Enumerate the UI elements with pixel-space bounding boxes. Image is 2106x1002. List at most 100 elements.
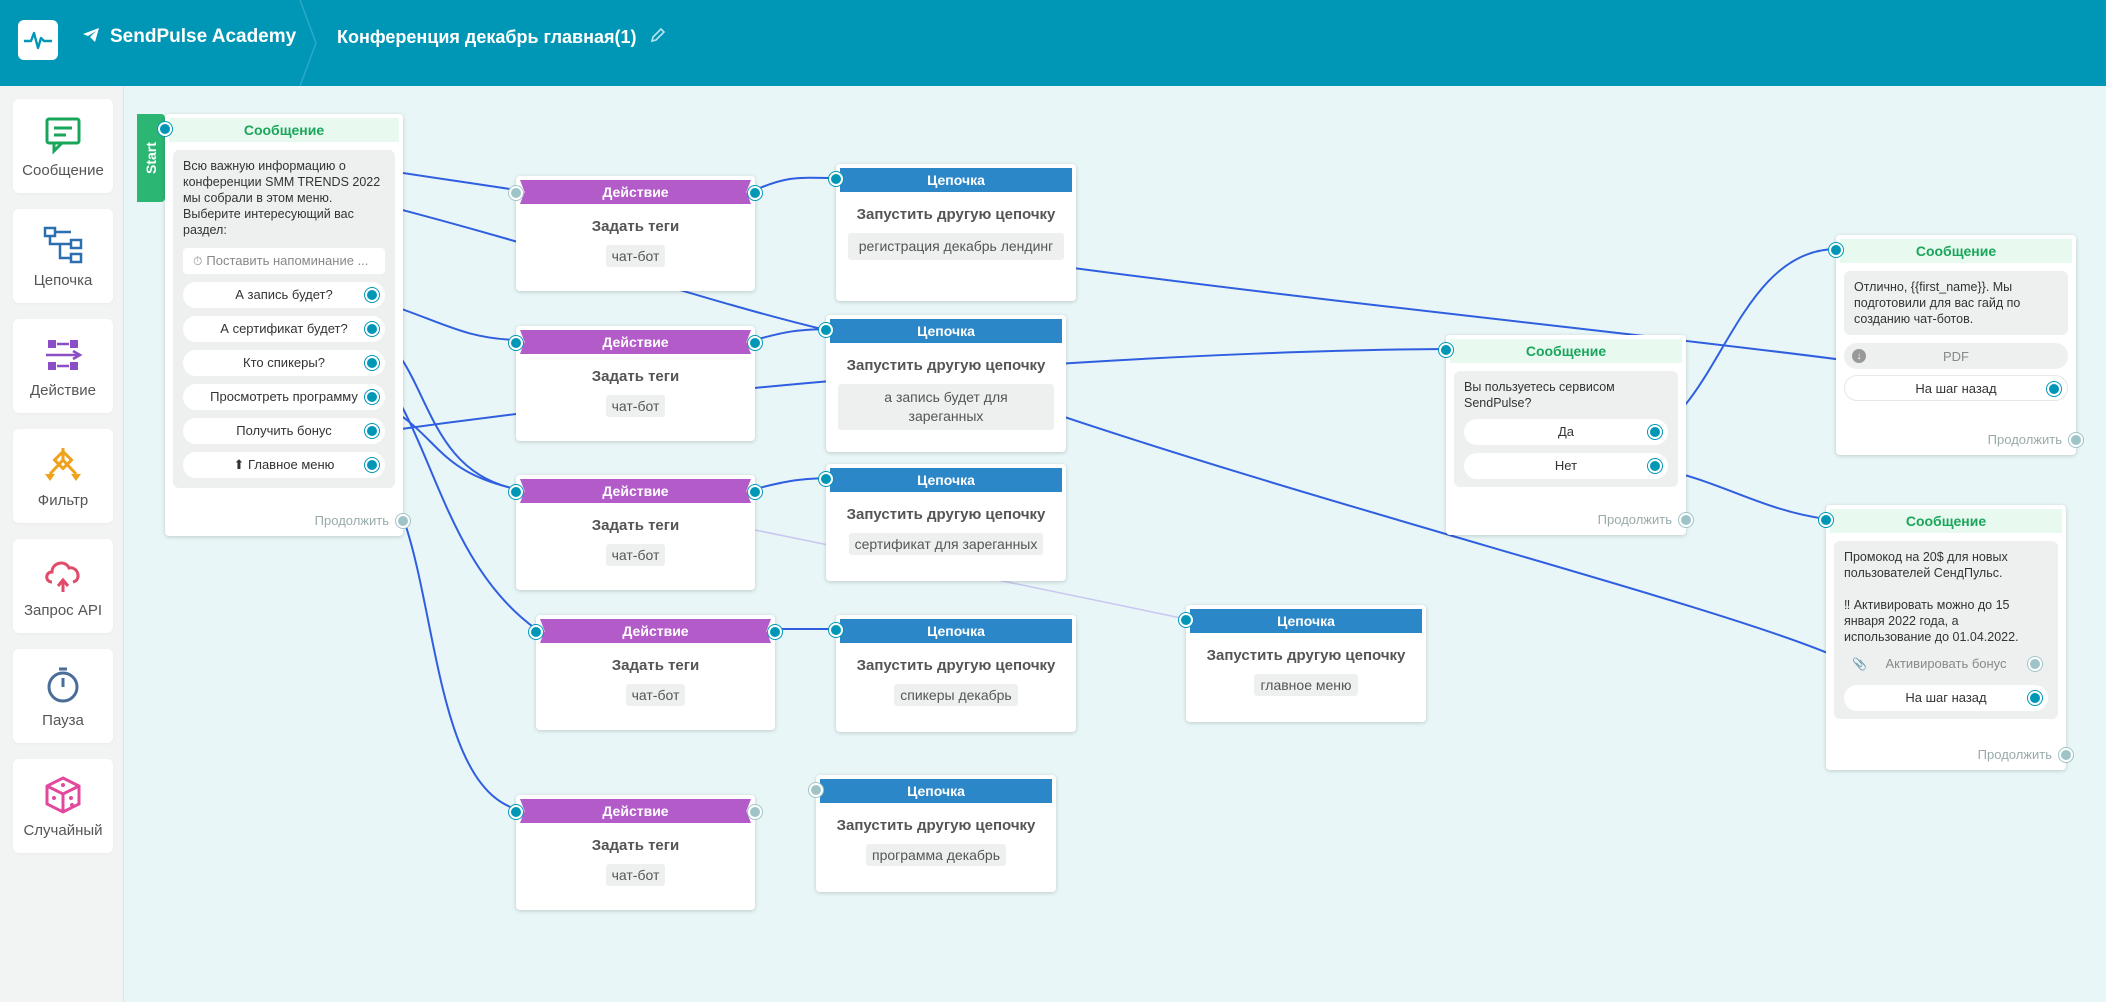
message-node-guide[interactable]: Сообщение Отлично, {{first_name}}. Мы по… <box>1829 235 2083 455</box>
input-connector[interactable] <box>819 472 833 486</box>
palette-filter[interactable]: Фильтр <box>13 429 113 523</box>
chain-chip: регистрация декабрь лендинг <box>848 233 1064 260</box>
continue-connector[interactable] <box>1679 513 1693 527</box>
input-connector[interactable] <box>509 485 523 499</box>
input-connector[interactable] <box>509 805 523 819</box>
node-title: Задать теги <box>591 368 680 385</box>
output-connector[interactable] <box>365 288 379 302</box>
message-node-main[interactable]: Сообщение Всю важную информацию о конфер… <box>158 114 410 536</box>
input-connector[interactable] <box>829 172 843 186</box>
answer-yes-button[interactable]: Да <box>1464 419 1668 445</box>
input-connector[interactable] <box>809 783 823 797</box>
continue-connector[interactable] <box>2059 748 2073 762</box>
chain-chip: программа декабрь <box>865 844 1007 866</box>
node-title: Задать теги <box>591 517 680 534</box>
output-connector[interactable] <box>2028 691 2042 705</box>
message-bubble: Промокод на 20$ для новых пользователей … <box>1834 541 2058 719</box>
menu-button-program[interactable]: Просмотреть программу <box>183 384 385 410</box>
download-icon: ↓ <box>1852 349 1866 363</box>
palette-random[interactable]: Случайный <box>13 759 113 853</box>
tag-chip: чат-бот <box>605 864 666 886</box>
output-connector[interactable] <box>748 805 762 819</box>
chain-node-1[interactable]: Цепочка Запустить другую цепочку регистр… <box>829 164 1076 301</box>
input-connector[interactable] <box>509 336 523 350</box>
edit-pencil-icon[interactable] <box>650 27 666 48</box>
palette-chain[interactable]: Цепочка <box>13 209 113 303</box>
menu-button-speakers[interactable]: Кто спикеры? <box>183 350 385 376</box>
input-connector[interactable] <box>158 122 172 136</box>
chain-chip: а запись будет для зареганных <box>838 384 1054 430</box>
palette-pause[interactable]: Пауза <box>13 649 113 743</box>
input-connector[interactable] <box>829 623 843 637</box>
brand[interactable]: SendPulse Academy <box>82 26 296 48</box>
message-node-promo[interactable]: Сообщение Промокод на 20$ для новых поль… <box>1819 505 2073 770</box>
output-connector[interactable] <box>365 424 379 438</box>
flow-title: Конференция декабрь главная(1) <box>337 27 637 47</box>
button-label: На шаг назад <box>1905 690 1987 705</box>
output-connector[interactable] <box>1648 425 1662 439</box>
back-button[interactable]: На шаг назад <box>1844 685 2048 711</box>
action-node-4[interactable]: Действие Задать теги чат-бот <box>529 615 782 730</box>
activate-bonus-button[interactable]: 📎 Активировать бонус <box>1844 651 2048 677</box>
input-connector[interactable] <box>1439 343 1453 357</box>
continue-connector[interactable] <box>2069 433 2083 447</box>
pulse-logo-icon[interactable] <box>18 20 58 60</box>
menu-button-bonus[interactable]: Получить бонус <box>183 418 385 444</box>
button-label: ⬆ Главное меню <box>233 457 335 472</box>
file-label: PDF <box>1943 348 1969 364</box>
palette-label: Действие <box>30 381 96 399</box>
output-connector[interactable] <box>365 390 379 404</box>
continue-label: Продолжить <box>314 513 389 528</box>
output-connector[interactable] <box>748 336 762 350</box>
node-title: Задать теги <box>611 657 700 674</box>
palette-label: Запрос API <box>23 601 103 619</box>
action-node-3[interactable]: Действие Задать теги чат-бот <box>509 475 762 590</box>
input-connector[interactable] <box>529 625 543 639</box>
output-connector[interactable] <box>365 356 379 370</box>
chain-node-2[interactable]: Цепочка Запустить другую цепочку а запис… <box>819 315 1066 452</box>
input-connector[interactable] <box>1179 613 1193 627</box>
reminder-button[interactable]: ⏱ Поставить напоминание ... <box>183 248 385 274</box>
palette-label: Пауза <box>42 711 84 729</box>
output-connector[interactable] <box>768 625 782 639</box>
tag-chip: чат-бот <box>605 544 666 566</box>
button-label: Нет <box>1554 458 1578 473</box>
node-header: Действие <box>520 479 751 503</box>
menu-button-recording[interactable]: А запись будет? <box>183 282 385 308</box>
input-connector[interactable] <box>1829 243 1843 257</box>
output-connector[interactable] <box>2047 382 2061 396</box>
chain-node-4[interactable]: Цепочка Запустить другую цепочку спикеры… <box>829 615 1076 732</box>
pdf-attachment[interactable]: ↓ PDF <box>1844 343 2068 369</box>
action-node-2[interactable]: Действие Задать теги чат-бот <box>509 326 762 441</box>
palette-label: Фильтр <box>37 491 89 509</box>
telegram-icon <box>82 27 100 48</box>
continue-connector[interactable] <box>396 514 410 528</box>
answer-no-button[interactable]: Нет <box>1464 453 1668 479</box>
output-connector[interactable] <box>748 485 762 499</box>
chain-node-3[interactable]: Цепочка Запустить другую цепочку сертифи… <box>819 464 1066 581</box>
action-node-1[interactable]: Действие Задать теги чат-бот <box>509 176 762 291</box>
menu-button-main-menu[interactable]: ⬆ Главное меню <box>183 452 385 478</box>
palette-message[interactable]: Сообщение <box>13 99 113 193</box>
palette-action[interactable]: Действие <box>13 319 113 413</box>
input-connector[interactable] <box>509 186 523 200</box>
palette-api-request[interactable]: Запрос API <box>13 539 113 633</box>
input-connector[interactable] <box>1819 513 1833 527</box>
palette-label: Цепочка <box>33 271 93 289</box>
chain-node-5[interactable]: Цепочка Запустить другую цепочку програм… <box>809 775 1056 892</box>
back-button[interactable]: На шаг назад <box>1844 375 2068 401</box>
input-connector[interactable] <box>819 323 833 337</box>
node-header: Действие <box>520 330 751 354</box>
output-connector[interactable] <box>2028 657 2042 671</box>
message-text: Отлично, {{first_name}}. Мы подготовили … <box>1854 280 2021 326</box>
message-node-question[interactable]: Сообщение Вы пользуетесь сервисом SendPu… <box>1439 335 1693 535</box>
output-connector[interactable] <box>748 186 762 200</box>
menu-button-certificate[interactable]: А сертификат будет? <box>183 316 385 342</box>
chain-node-6[interactable]: Цепочка Запустить другую цепочку главное… <box>1179 605 1426 722</box>
action-node-5[interactable]: Действие Задать теги чат-бот <box>509 795 762 910</box>
output-connector[interactable] <box>365 322 379 336</box>
output-connector[interactable] <box>365 458 379 472</box>
output-connector[interactable] <box>1648 459 1662 473</box>
chain-chip: главное меню <box>1254 674 1358 696</box>
node-header: Действие <box>520 180 751 204</box>
